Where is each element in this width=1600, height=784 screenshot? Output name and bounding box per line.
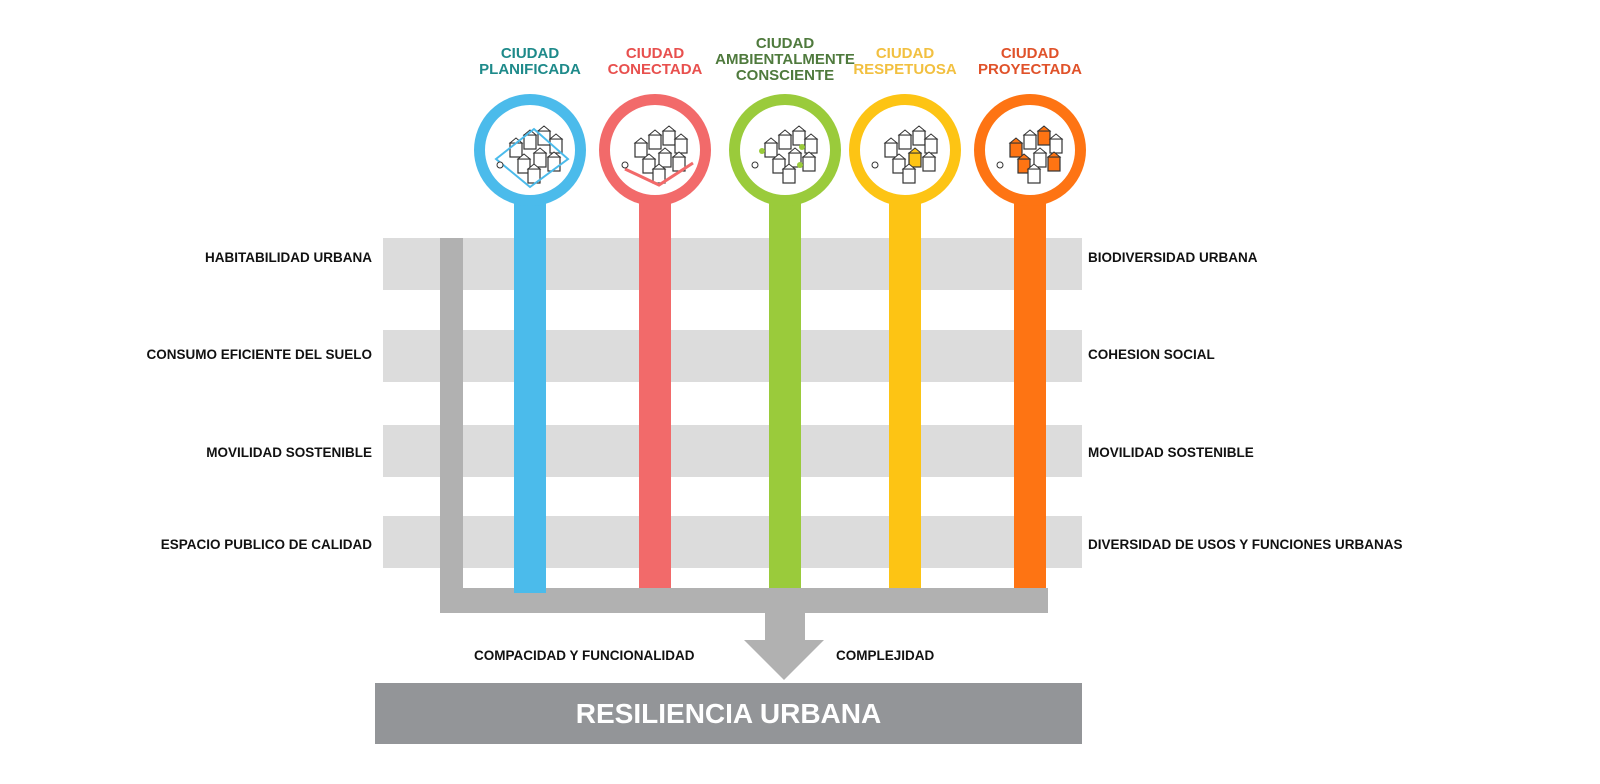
title-line: RESPETUOSA (853, 61, 957, 78)
title-line: CIUDAD (755, 35, 815, 52)
pillar-circle (599, 94, 711, 206)
left-label: ESPACIO PUBLICO DE CALIDAD (160, 537, 372, 552)
left-label: HABITABILIDAD URBANA (205, 250, 372, 265)
left-label: MOVILIDAD SOSTENIBLE (206, 445, 372, 460)
pillar-circle (474, 94, 586, 206)
city-planned-icon (494, 125, 570, 189)
pillar-stem (1014, 195, 1046, 588)
compacity-caption: COMPACIDAD Y FUNCIONALIDAD (474, 648, 695, 663)
left-label: CONSUMO EFICIENTE DEL SUELO (146, 347, 372, 362)
pillar-circle (974, 94, 1086, 206)
pillar-stem (889, 195, 921, 588)
title-line: PLANIFICADA (479, 61, 581, 78)
city-respectful-icon (871, 125, 939, 184)
band-4 (383, 516, 1082, 568)
title-line: CIUDAD (625, 45, 685, 62)
city-green-icon (751, 125, 819, 184)
pillar-stem (639, 195, 671, 588)
title-line: CONSCIENTE (735, 67, 835, 84)
title-line: CIUDAD (875, 45, 935, 62)
city-connected-icon (621, 125, 694, 187)
result-box: RESILIENCIA URBANA (375, 683, 1082, 744)
city-projected-icon (996, 125, 1064, 184)
arrow-down-icon (744, 640, 824, 680)
title-line: CIUDAD (1000, 45, 1060, 62)
pillar-stem (769, 195, 801, 588)
title-line: PROYECTADA (978, 61, 1082, 78)
pillar-circle (849, 94, 961, 206)
collector-vertical (440, 238, 463, 613)
title-line: CIUDAD (500, 45, 560, 62)
right-label: COHESION SOCIAL (1088, 347, 1215, 362)
title-line: CONECTADA (607, 61, 703, 78)
band-2 (383, 330, 1082, 382)
complexity-caption: COMPLEJIDAD (836, 648, 935, 663)
pillar-circle (729, 94, 841, 206)
right-label: BIODIVERSIDAD URBANA (1088, 250, 1258, 265)
band-1 (383, 238, 1082, 290)
arrow-stem (765, 612, 805, 642)
right-label: MOVILIDAD SOSTENIBLE (1088, 445, 1254, 460)
band-3 (383, 425, 1082, 477)
title-line: AMBIENTALMENTE (715, 51, 855, 68)
right-label: DIVERSIDAD DE USOS Y FUNCIONES URBANAS (1088, 537, 1403, 552)
pillar-stem (514, 195, 546, 593)
